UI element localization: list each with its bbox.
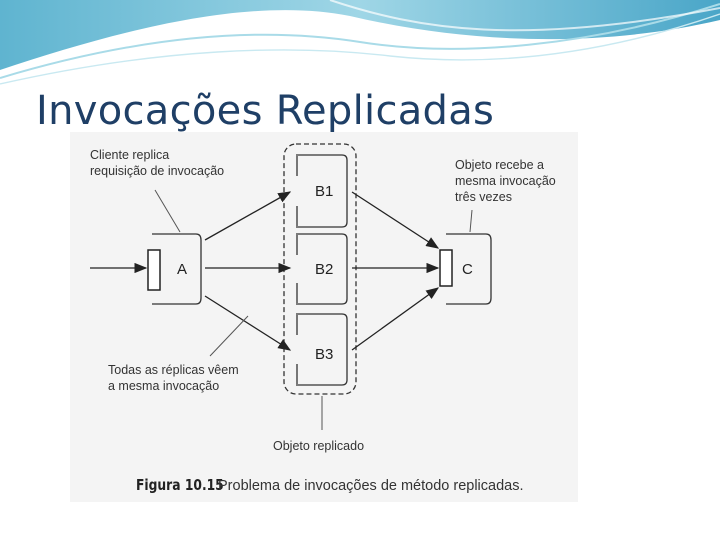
- slide-title: Invocações Replicadas: [36, 88, 495, 134]
- box-b3-label: B3: [315, 346, 334, 363]
- box-a: [152, 233, 202, 305]
- note-client-line-2: requisição de invocação: [90, 164, 225, 178]
- note-object-line-3: três vezes: [455, 190, 512, 204]
- figure-number: Figura 10.15: [136, 476, 224, 494]
- box-b1: [296, 154, 348, 228]
- note-object-line-1: Objeto recebe a: [455, 158, 544, 172]
- arrow-a-to-b3: [204, 295, 292, 351]
- box-c-port: [439, 249, 453, 287]
- arrow-a-to-b1: [204, 191, 292, 241]
- figure-caption: Problema de invocações de método replica…: [218, 478, 524, 494]
- box-b3: [296, 313, 348, 386]
- note-object-receives: Objeto recebe a mesma invocação três vez…: [455, 157, 556, 205]
- note-replicated-object: Objeto replicado: [273, 439, 365, 453]
- leader-object: [469, 209, 473, 233]
- box-a-label: A: [177, 261, 188, 278]
- box-c: [446, 233, 492, 305]
- arrow-b1-to-c: [351, 191, 440, 249]
- box-b2-label: B2: [315, 261, 334, 278]
- note-object-line-2: mesma invocação: [455, 174, 556, 188]
- note-client-replicates: Cliente replica requisição de invocação: [90, 147, 224, 179]
- note-all-replicas: Todas as réplicas vêem a mesma invocação: [108, 362, 239, 394]
- note-replicas-line-1: Todas as réplicas vêem: [108, 363, 239, 377]
- box-a-port: [147, 249, 161, 291]
- box-b1-label: B1: [315, 183, 334, 200]
- leader-replicas: [209, 315, 249, 357]
- box-b2: [296, 233, 348, 305]
- leader-client: [154, 189, 181, 233]
- header-wave-decoration: [0, 0, 720, 85]
- note-client-line-1: Cliente replica: [90, 148, 170, 162]
- figure-panel: [70, 132, 578, 502]
- box-c-label: C: [462, 261, 473, 278]
- arrow-b3-to-c: [351, 287, 440, 351]
- note-replicas-line-2: a mesma invocação: [108, 379, 220, 393]
